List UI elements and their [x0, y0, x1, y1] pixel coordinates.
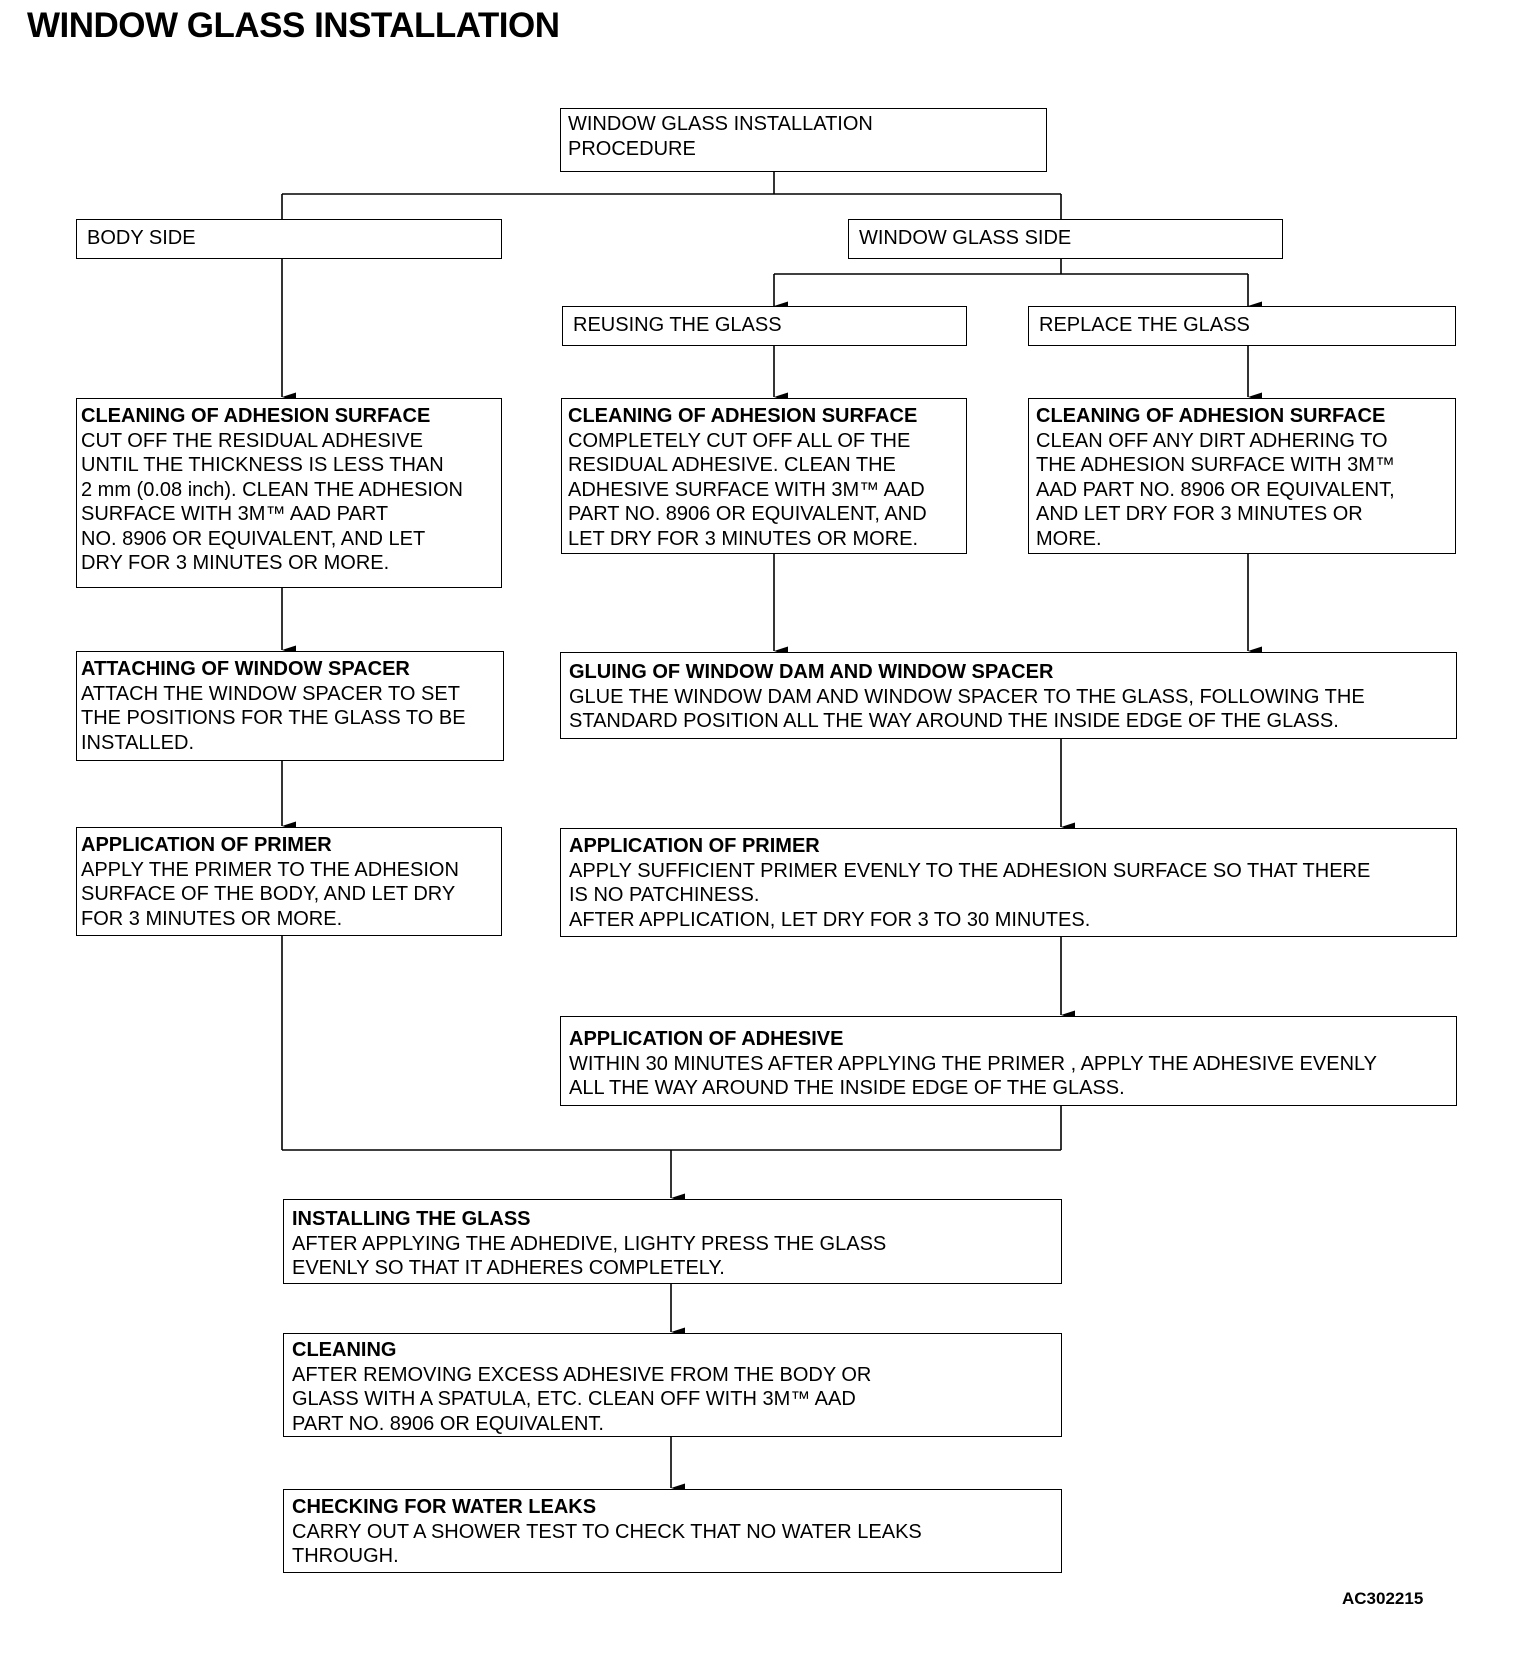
step-text-line: MORE. — [1036, 527, 1102, 550]
branch-label-text: BODY SIDE — [87, 227, 196, 249]
step-text-line: APPLY THE PRIMER TO THE ADHESION — [81, 858, 459, 881]
step-text-line: GLASS WITH A SPATULA, ETC. CLEAN OFF WIT… — [292, 1388, 856, 1410]
step-body-application-of-primer: APPLICATION OF PRIMER APPLY THE PRIMER T… — [76, 827, 502, 936]
step-text-line: AAD PART NO. 8906 OR EQUIVALENT, — [1036, 478, 1395, 501]
step-body-attaching-window-spacer: ATTACHING OF WINDOW SPACER ATTACH THE WI… — [76, 651, 504, 761]
step-heading: GLUING OF WINDOW DAM AND WINDOW SPACER — [569, 661, 1054, 683]
step-heading: CLEANING OF ADHESION SURFACE — [81, 405, 431, 427]
step-text-line: INSTALLED. — [81, 731, 194, 754]
step-heading: CLEANING OF ADHESION SURFACE — [568, 405, 918, 427]
step-text-line: ADHESIVE SURFACE WITH 3M™ AAD — [568, 478, 925, 501]
step-heading: APPLICATION OF PRIMER — [569, 835, 820, 857]
step-text-line: THE ADHESION SURFACE WITH 3M™ — [1036, 454, 1395, 476]
step-text-line: AFTER APPLICATION, LET DRY FOR 3 TO 30 M… — [569, 908, 1091, 931]
branch-label-text: WINDOW GLASS SIDE — [859, 227, 1072, 249]
branch-label-text: REPLACE THE GLASS — [1039, 314, 1250, 336]
branch-label-text: REUSING THE GLASS — [573, 314, 782, 336]
step-heading: CHECKING FOR WATER LEAKS — [292, 1496, 597, 1518]
step-text-line: WITHIN 30 MINUTES AFTER APPLYING THE PRI… — [569, 1052, 1377, 1075]
step-glass-application-of-primer: APPLICATION OF PRIMER APPLY SUFFICIENT P… — [560, 828, 1457, 937]
step-text-line: THE POSITIONS FOR THE GLASS TO BE — [81, 707, 466, 729]
step-reusing-cleaning-adhesion-surface: CLEANING OF ADHESION SURFACE COMPLETELY … — [561, 398, 967, 554]
step-text-line: CARRY OUT A SHOWER TEST TO CHECK THAT NO… — [292, 1520, 922, 1543]
step-text-line: GLUE THE WINDOW DAM AND WINDOW SPACER TO… — [569, 685, 1365, 708]
step-text-line: 2 mm (0.08 inch). CLEAN THE ADHESION — [81, 478, 463, 501]
step-application-of-adhesive: APPLICATION OF ADHESIVE WITHIN 30 MINUTE… — [560, 1016, 1457, 1106]
step-text-line: PART NO. 8906 OR EQUIVALENT, AND — [568, 503, 927, 525]
flow-step-text-line: PROCEDURE — [568, 137, 696, 160]
step-text-line: UNTIL THE THICKNESS IS LESS THAN — [81, 454, 444, 476]
step-text-line: ATTACH THE WINDOW SPACER TO SET — [81, 682, 460, 705]
step-replace-cleaning-adhesion-surface: CLEANING OF ADHESION SURFACE CLEAN OFF A… — [1028, 398, 1456, 554]
step-text-line: APPLY SUFFICIENT PRIMER EVENLY TO THE AD… — [569, 859, 1371, 882]
step-gluing-window-dam-and-spacer: GLUING OF WINDOW DAM AND WINDOW SPACER G… — [560, 652, 1457, 739]
step-heading: APPLICATION OF ADHESIVE — [569, 1028, 844, 1050]
step-text-line: NO. 8906 OR EQUIVALENT, AND LET — [81, 527, 426, 550]
step-text-line: COMPLETELY CUT OFF ALL OF THE — [568, 429, 911, 452]
step-text-line: CLEAN OFF ANY DIRT ADHERING TO — [1036, 429, 1388, 452]
step-text-line: SURFACE WITH 3M™ AAD PART — [81, 503, 389, 525]
step-heading: APPLICATION OF PRIMER — [81, 834, 332, 856]
branch-label-window-glass-side: WINDOW GLASS SIDE — [848, 219, 1283, 259]
branch-label-replace-glass: REPLACE THE GLASS — [1028, 306, 1456, 346]
branch-label-reusing-glass: REUSING THE GLASS — [562, 306, 967, 346]
step-heading: CLEANING — [292, 1339, 397, 1361]
step-cleaning: CLEANING AFTER REMOVING EXCESS ADHESIVE … — [283, 1333, 1062, 1437]
branch-label-body-side: BODY SIDE — [76, 219, 502, 259]
step-text-line: AFTER APPLYING THE ADHEDIVE, LIGHTY PRES… — [292, 1232, 887, 1255]
step-text-line: AND LET DRY FOR 3 MINUTES OR — [1036, 503, 1363, 525]
page-title: WINDOW GLASS INSTALLATION — [27, 6, 560, 45]
step-text-line: SURFACE OF THE BODY, AND LET DRY — [81, 883, 456, 905]
step-text-line: EVENLY SO THAT IT ADHERES COMPLETELY. — [292, 1257, 725, 1279]
step-installing-the-glass: INSTALLING THE GLASS AFTER APPLYING THE … — [283, 1199, 1062, 1284]
step-text-line: PART NO. 8906 OR EQUIVALENT. — [292, 1412, 604, 1435]
step-text-line: IS NO PATCHINESS. — [569, 884, 760, 906]
flow-step-start: WINDOW GLASS INSTALLATION PROCEDURE — [560, 108, 1047, 172]
step-text-line: CUT OFF THE RESIDUAL ADHESIVE — [81, 429, 423, 452]
step-heading: INSTALLING THE GLASS — [292, 1208, 531, 1230]
step-text-line: AFTER REMOVING EXCESS ADHESIVE FROM THE … — [292, 1363, 872, 1386]
step-text-line: STANDARD POSITION ALL THE WAY AROUND THE… — [569, 710, 1339, 732]
step-text-line: ALL THE WAY AROUND THE INSIDE EDGE OF TH… — [569, 1077, 1125, 1099]
step-text-line: THROUGH. — [292, 1545, 399, 1567]
figure-reference-code: AC302215 — [1342, 1589, 1424, 1608]
step-checking-for-water-leaks: CHECKING FOR WATER LEAKS CARRY OUT A SHO… — [283, 1489, 1062, 1573]
step-text-line: RESIDUAL ADHESIVE. CLEAN THE — [568, 454, 896, 476]
step-heading: CLEANING OF ADHESION SURFACE — [1036, 405, 1386, 427]
step-text-line: LET DRY FOR 3 MINUTES OR MORE. — [568, 527, 919, 550]
flow-step-text-line: WINDOW GLASS INSTALLATION — [568, 113, 873, 135]
step-text-line: DRY FOR 3 MINUTES OR MORE. — [81, 552, 390, 574]
step-text-line: FOR 3 MINUTES OR MORE. — [81, 907, 343, 930]
step-heading: ATTACHING OF WINDOW SPACER — [81, 658, 410, 680]
step-body-cleaning-adhesion-surface: CLEANING OF ADHESION SURFACE CUT OFF THE… — [76, 398, 502, 588]
